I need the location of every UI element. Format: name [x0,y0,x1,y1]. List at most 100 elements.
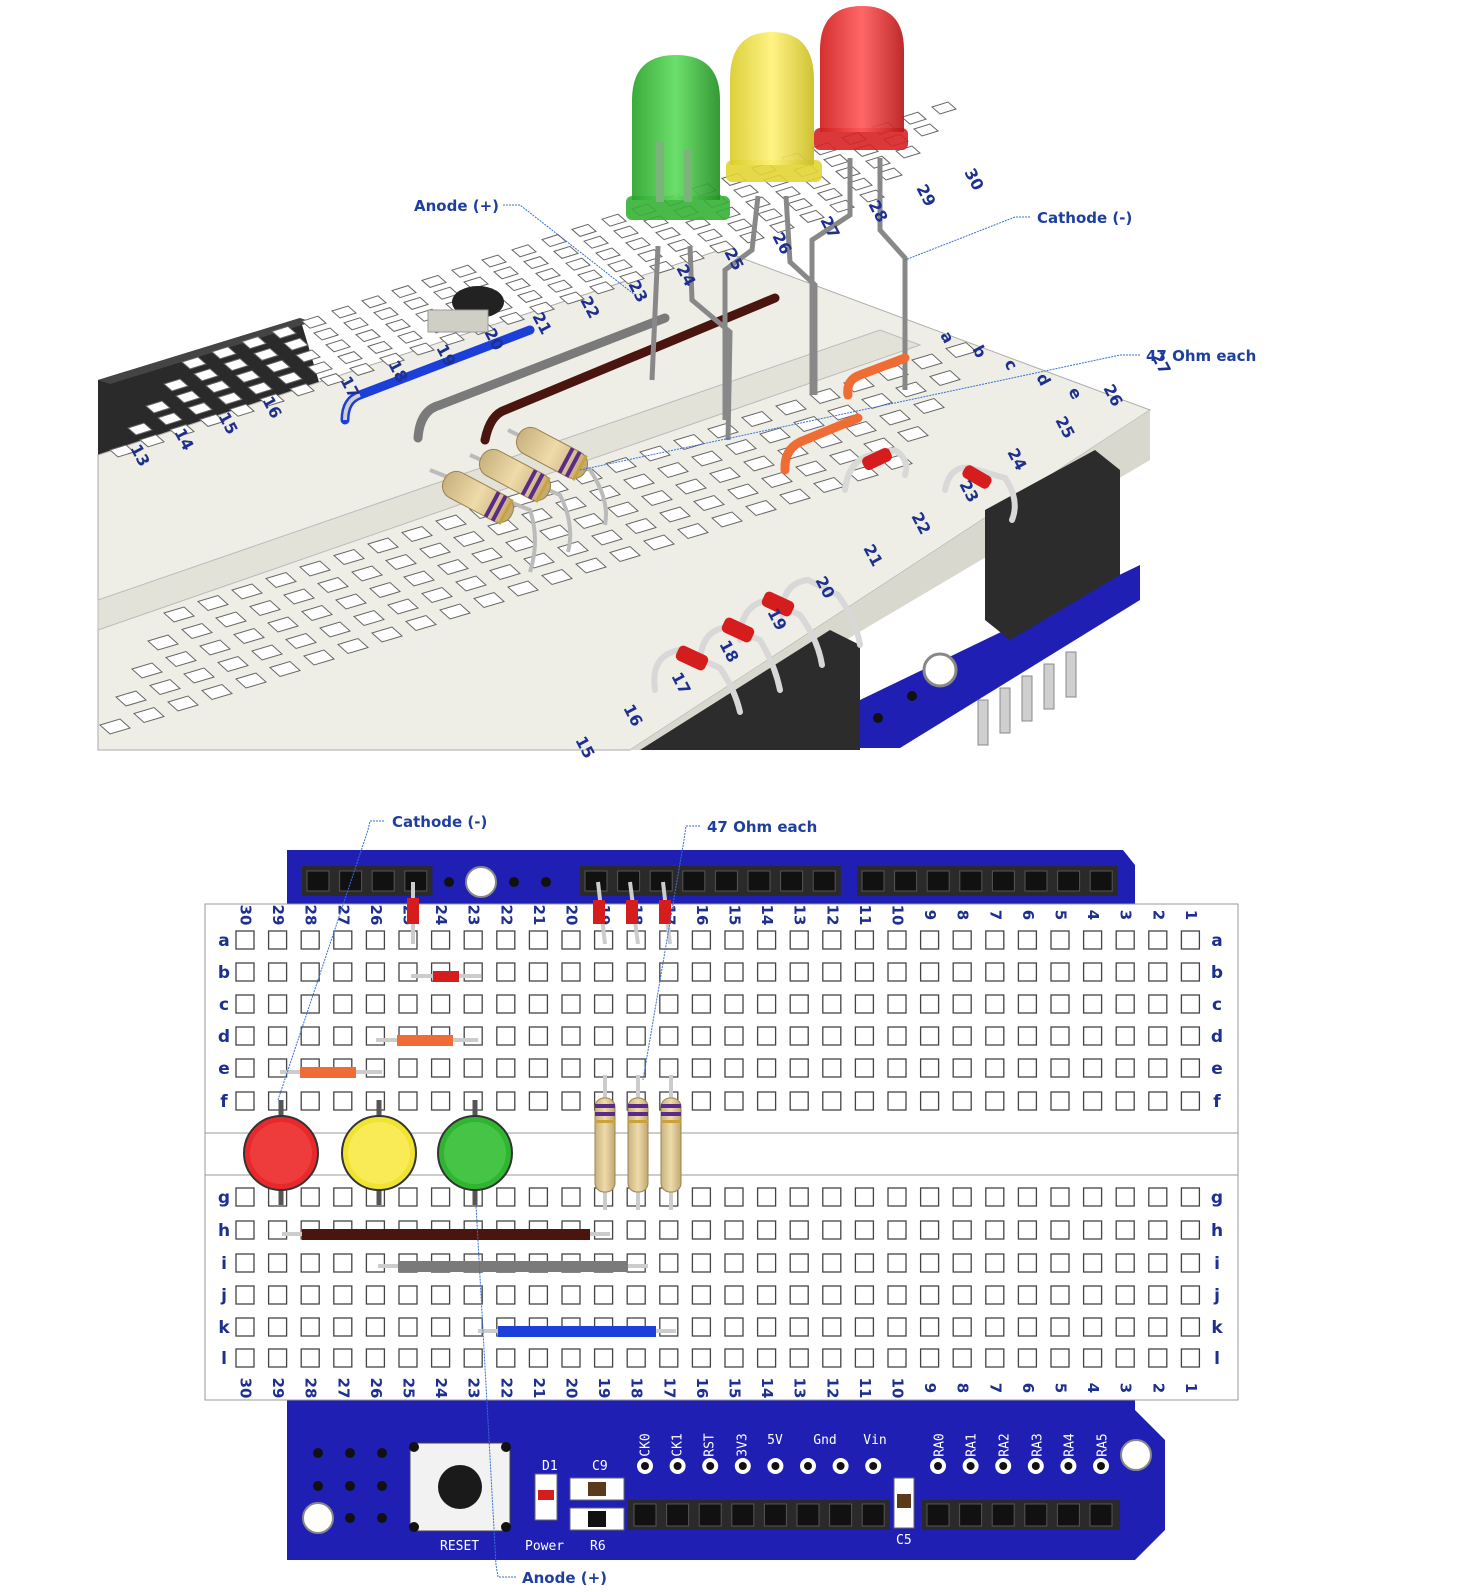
breadboard-hole[interactable] [593,1348,614,1368]
breadboard-hole[interactable] [919,1058,940,1078]
breadboard-hole[interactable] [333,1285,353,1305]
breadboard-hole[interactable] [854,1187,875,1207]
breadboard-hole[interactable] [1180,1220,1201,1240]
breadboard-hole[interactable] [822,1187,842,1207]
breadboard-hole[interactable] [626,1026,646,1046]
breadboard-hole[interactable] [1017,1317,1038,1337]
breadboard-hole[interactable] [691,1058,712,1078]
breadboard-hole[interactable] [952,1253,972,1273]
breadboard-hole[interactable] [756,1026,777,1046]
breadboard-hole[interactable] [854,1285,875,1305]
breadboard-hole[interactable] [300,930,320,950]
breadboard-hole[interactable] [365,1058,386,1078]
breadboard-hole[interactable] [593,994,614,1014]
breadboard-hole[interactable] [724,930,744,950]
breadboard-hole[interactable] [1148,1091,1168,1111]
breadboard-hole[interactable] [496,1026,516,1046]
breadboard-hole[interactable] [1180,1026,1201,1046]
breadboard-hole[interactable] [919,1220,940,1240]
breadboard-hole[interactable] [985,994,1005,1014]
breadboard-hole[interactable] [952,962,972,982]
breadboard-hole[interactable] [1082,1317,1103,1337]
breadboard-hole[interactable] [854,1317,875,1337]
breadboard-hole[interactable] [724,1058,744,1078]
breadboard-hole[interactable] [789,1187,809,1207]
breadboard-hole[interactable] [561,1091,581,1111]
breadboard-hole[interactable] [1017,1220,1038,1240]
breadboard-hole[interactable] [854,930,875,950]
breadboard-hole[interactable] [1148,930,1168,950]
breadboard-hole[interactable] [333,1317,353,1337]
breadboard-hole[interactable] [691,1220,712,1240]
breadboard-hole[interactable] [887,1026,907,1046]
breadboard-hole[interactable] [822,1091,842,1111]
breadboard-hole[interactable] [365,1253,386,1273]
breadboard-hole[interactable] [496,962,516,982]
breadboard-hole[interactable] [822,962,842,982]
breadboard-hole[interactable] [1115,1220,1135,1240]
breadboard-hole[interactable] [691,930,712,950]
breadboard-hole[interactable] [463,1058,483,1078]
breadboard-hole[interactable] [724,1091,744,1111]
breadboard-hole[interactable] [691,962,712,982]
breadboard-hole[interactable] [496,930,516,950]
breadboard-hole[interactable] [626,1253,646,1273]
breadboard-hole[interactable] [463,1348,483,1368]
breadboard-hole[interactable] [1115,1187,1135,1207]
breadboard-hole[interactable] [1148,1253,1168,1273]
breadboard-hole[interactable] [1148,1058,1168,1078]
breadboard-hole[interactable] [756,930,777,950]
breadboard-hole[interactable] [822,930,842,950]
breadboard-hole[interactable] [854,1058,875,1078]
breadboard-hole[interactable] [333,930,353,950]
breadboard-hole[interactable] [235,1220,255,1240]
breadboard-hole[interactable] [1050,962,1070,982]
breadboard-hole[interactable] [919,962,940,982]
breadboard-hole[interactable] [1148,994,1168,1014]
breadboard-hole[interactable] [985,1058,1005,1078]
breadboard-hole[interactable] [789,1348,809,1368]
breadboard-hole[interactable] [496,1285,516,1305]
breadboard-hole[interactable] [333,1026,353,1046]
breadboard-hole[interactable] [1115,962,1135,982]
breadboard-hole[interactable] [398,1317,418,1337]
breadboard-hole[interactable] [724,1285,744,1305]
breadboard-hole[interactable] [724,962,744,982]
breadboard-hole[interactable] [659,1317,679,1337]
breadboard-hole[interactable] [235,962,255,982]
breadboard-hole[interactable] [887,994,907,1014]
breadboard-hole[interactable] [887,1091,907,1111]
breadboard-hole[interactable] [952,930,972,950]
breadboard-hole[interactable] [561,930,581,950]
breadboard-hole[interactable] [300,962,320,982]
breadboard-hole[interactable] [1148,1317,1168,1337]
breadboard-hole[interactable] [1050,1253,1070,1273]
breadboard-hole[interactable] [528,962,549,982]
breadboard-hole[interactable] [430,1091,451,1111]
breadboard-hole[interactable] [267,930,288,950]
breadboard-hole[interactable] [626,962,646,982]
breadboard-hole[interactable] [659,1058,679,1078]
breadboard-hole[interactable] [659,962,679,982]
breadboard-hole[interactable] [919,930,940,950]
breadboard-hole[interactable] [822,1317,842,1337]
breadboard-hole[interactable] [854,1348,875,1368]
breadboard-hole[interactable] [1082,1220,1103,1240]
breadboard-hole[interactable] [756,994,777,1014]
breadboard-hole[interactable] [1180,1285,1201,1305]
breadboard-hole[interactable] [854,994,875,1014]
breadboard-hole[interactable] [365,1091,386,1111]
breadboard-hole[interactable] [1050,1058,1070,1078]
breadboard-hole[interactable] [789,1317,809,1337]
breadboard-hole[interactable] [724,1253,744,1273]
breadboard-hole[interactable] [267,1091,288,1111]
breadboard-hole[interactable] [1115,1058,1135,1078]
breadboard-hole[interactable] [267,994,288,1014]
breadboard-hole[interactable] [398,994,418,1014]
breadboard-hole[interactable] [919,1317,940,1337]
breadboard-hole[interactable] [1180,1187,1201,1207]
breadboard-hole[interactable] [659,1220,679,1240]
breadboard-hole[interactable] [789,1026,809,1046]
breadboard-hole[interactable] [724,1348,744,1368]
breadboard-hole[interactable] [691,1026,712,1046]
